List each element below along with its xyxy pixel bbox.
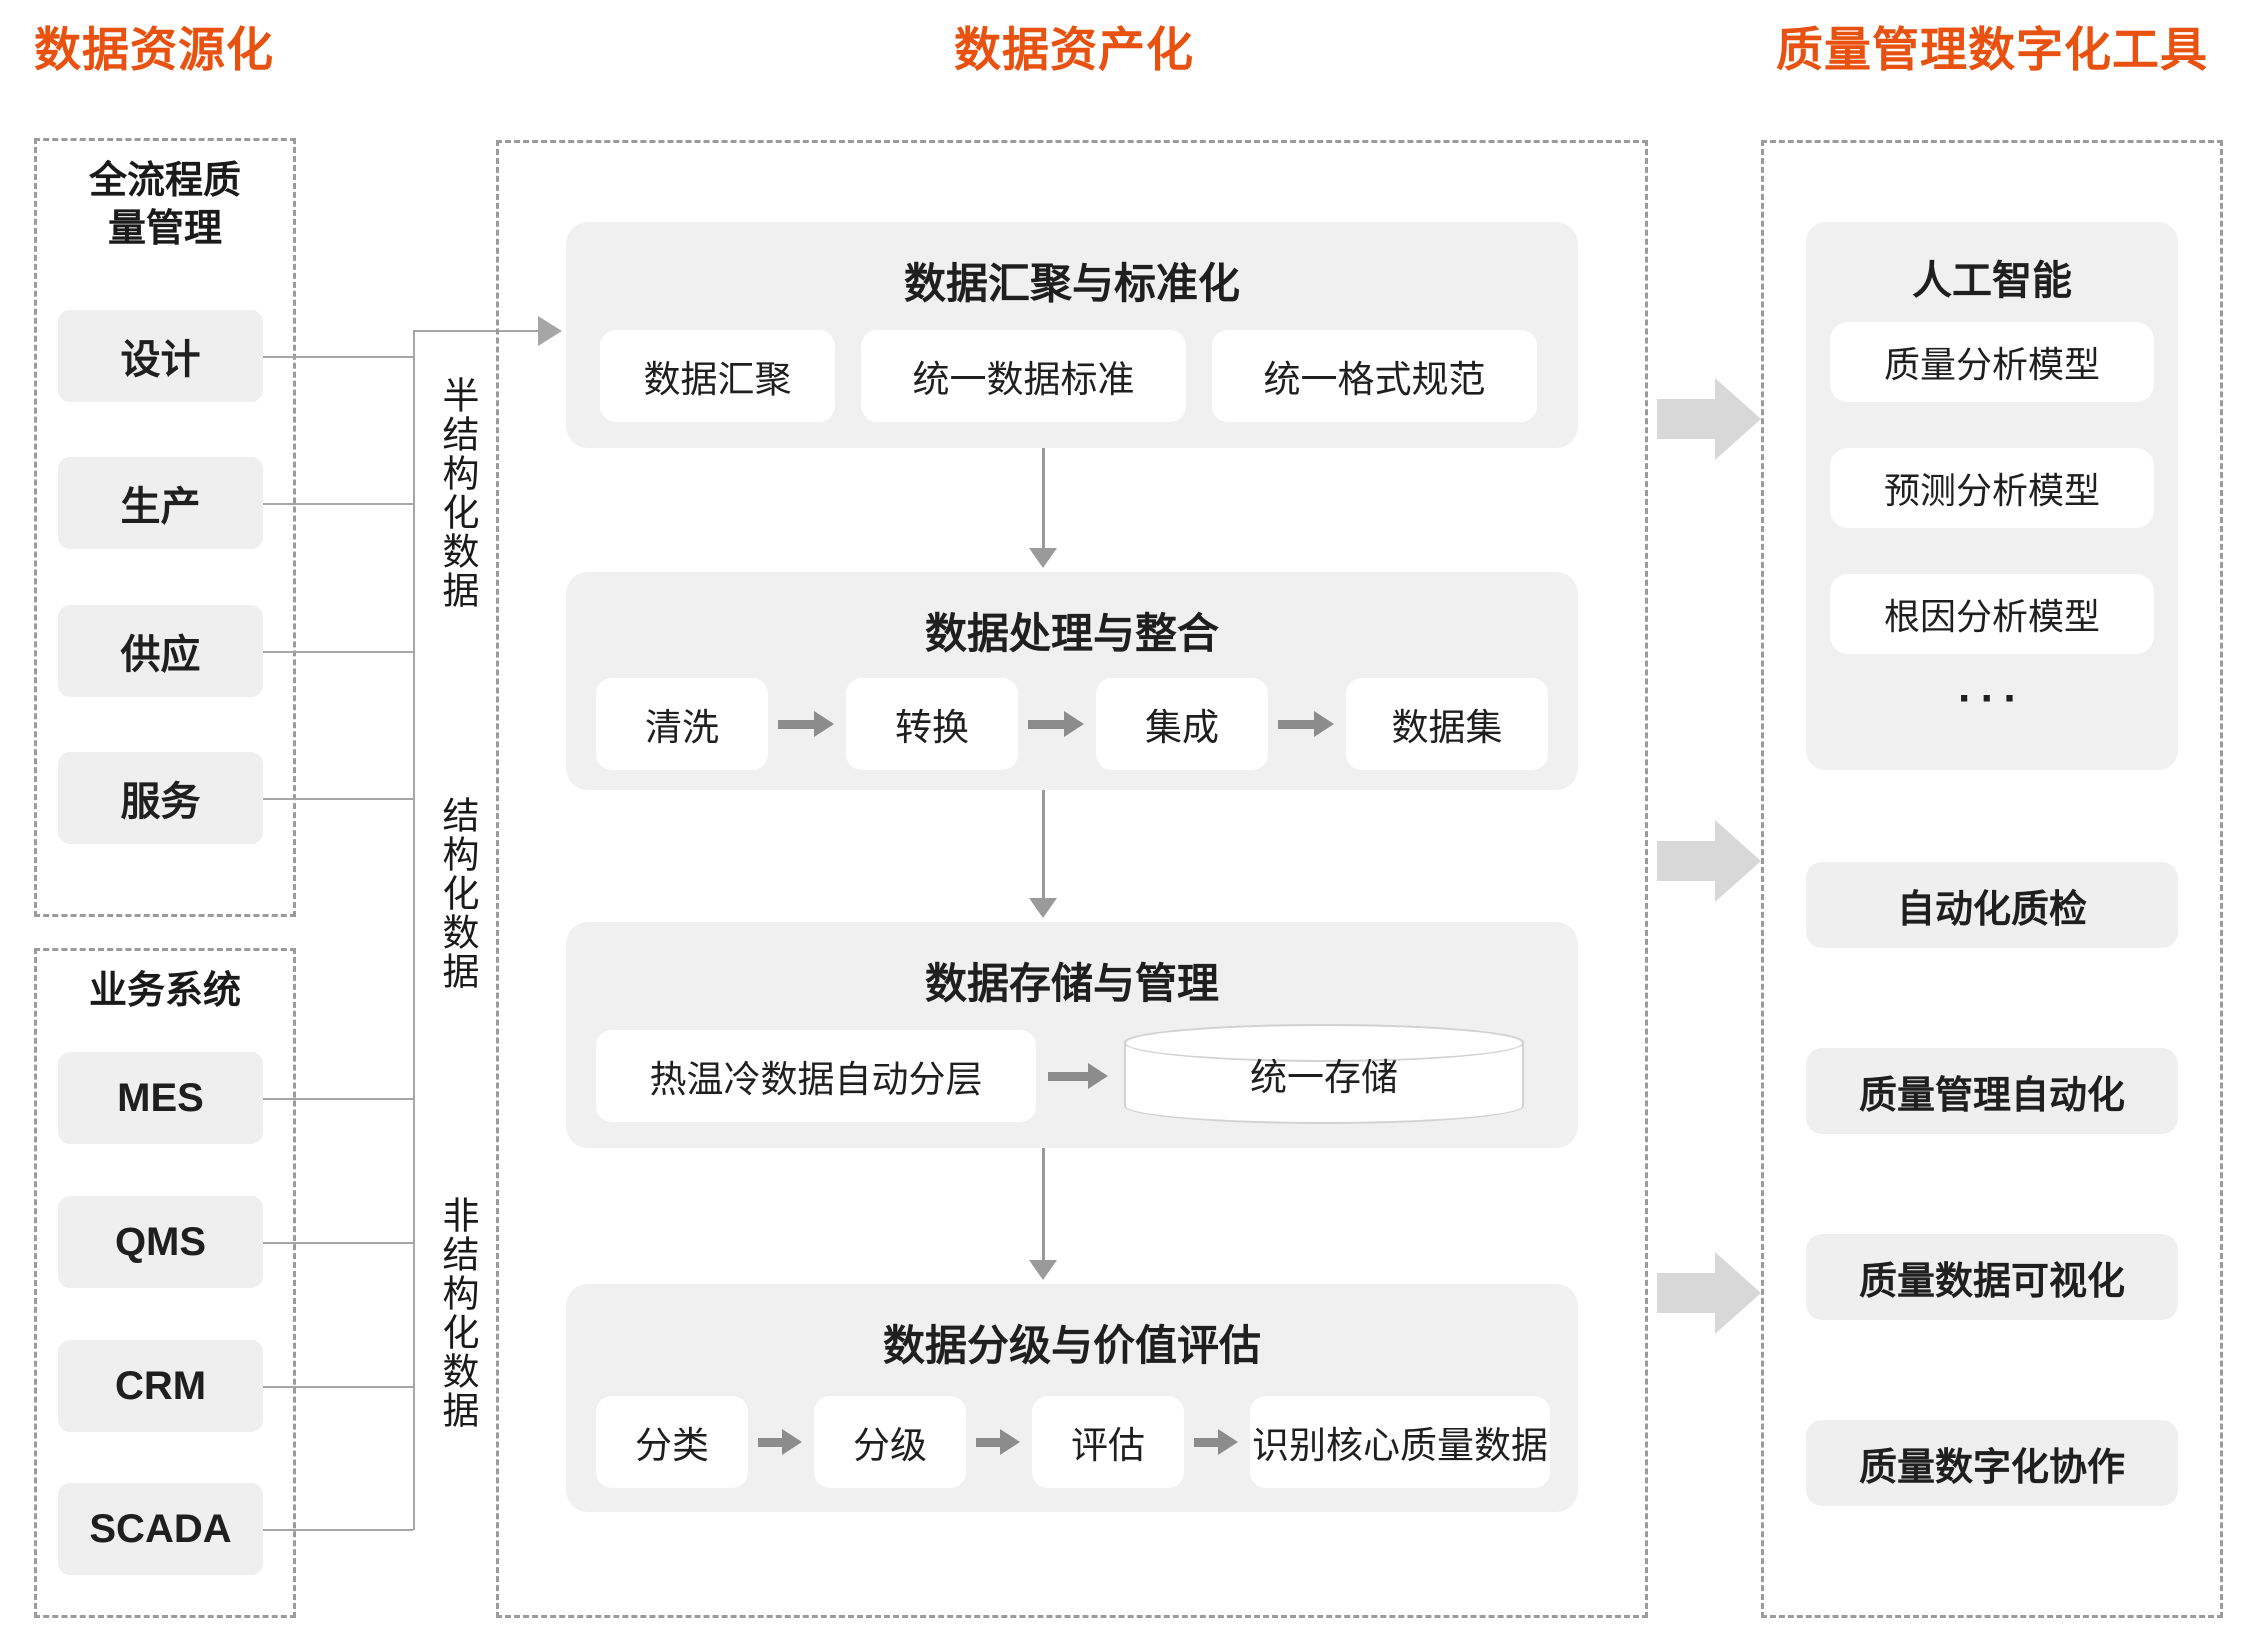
chip-integration[interactable]: 集成: [1096, 678, 1268, 770]
chip-arrow-stem-2a: [1048, 1072, 1090, 1081]
flow-arrow-stem-1: [1042, 448, 1045, 548]
chip-arrow-stem-1a: [778, 720, 816, 729]
flow-arrow-head-2: [1029, 898, 1057, 918]
stage-title-storage: 数据存储与管理: [924, 960, 1219, 1007]
chip-transform[interactable]: 转换: [846, 678, 1018, 770]
tool-item-quality-analysis-model[interactable]: 质量分析模型: [1830, 322, 2154, 402]
chip-arrow-head-2a: [1088, 1063, 1108, 1089]
label-semi-structured-data: 半结构化数据: [437, 376, 478, 610]
chip-arrow-head-1b: [1064, 711, 1084, 737]
chip-arrow-stem-3c: [1194, 1438, 1220, 1447]
arrow-head-into-middle: [538, 316, 562, 346]
chip-evaluate[interactable]: 评估: [1032, 1396, 1184, 1488]
cylinder-unified-storage[interactable]: 统一存储: [1124, 1024, 1524, 1124]
chip-dataset[interactable]: 数据集: [1346, 678, 1548, 770]
stage-card-processing[interactable]: 数据处理与整合 清洗 转换 集成 数据集: [566, 572, 1578, 790]
column-title-right: 质量管理数字化工具: [1776, 23, 2208, 76]
stage-title-processing: 数据处理与整合: [924, 610, 1219, 657]
block-arrow-icon-3: [1657, 1252, 1761, 1334]
tool-item-automated-inspection[interactable]: 自动化质检: [1806, 862, 2178, 948]
label-unstructured-data: 非结构化数据: [437, 1196, 478, 1430]
tool-card-ai[interactable]: 人工智能 质量分析模型 预测分析模型 根因分析模型 ···: [1806, 222, 2178, 770]
tool-item-ellipsis: ···: [1958, 674, 2026, 723]
tool-item-quality-data-visualization[interactable]: 质量数据可视化: [1806, 1234, 2178, 1320]
chip-arrow-stem-3a: [758, 1438, 784, 1447]
column-title-middle: 数据资产化: [954, 23, 1194, 76]
chip-arrow-stem-3b: [976, 1438, 1002, 1447]
connector-crm: [263, 1386, 413, 1388]
chip-cleaning[interactable]: 清洗: [596, 678, 768, 770]
tool-item-quality-digital-collaboration[interactable]: 质量数字化协作: [1806, 1420, 2178, 1506]
heading-business-systems: 业务系统: [88, 970, 241, 1012]
region-digital-tools: [1761, 140, 2223, 1618]
stage-card-aggregation[interactable]: 数据汇聚与标准化 数据汇聚 统一数据标准 统一格式规范: [566, 222, 1578, 448]
flow-arrow-head-1: [1029, 548, 1057, 568]
column-title-left: 数据资源化: [34, 23, 274, 76]
chip-arrow-head-3c: [1218, 1429, 1238, 1455]
chip-arrow-head-1a: [814, 711, 834, 737]
connector-production: [263, 503, 413, 505]
source-box-service[interactable]: 服务: [58, 752, 263, 844]
region-process-quality: [34, 138, 296, 917]
chip-auto-tiering[interactable]: 热温冷数据自动分层: [596, 1030, 1036, 1122]
region-data-assetization: [496, 140, 1648, 1618]
connector-qms: [263, 1242, 413, 1244]
chip-arrow-stem-1c: [1278, 720, 1316, 729]
stage-title-grading: 数据分级与价值评估: [882, 1322, 1261, 1369]
region-business-systems: [34, 948, 296, 1618]
tool-item-predictive-analysis-model[interactable]: 预测分析模型: [1830, 448, 2154, 528]
flow-arrow-stem-2: [1042, 790, 1045, 898]
block-arrow-icon-1: [1657, 378, 1761, 460]
cylinder-unified-storage-label: 统一存储: [1250, 1057, 1398, 1098]
source-box-production[interactable]: 生产: [58, 457, 263, 549]
source-box-mes[interactable]: MES: [58, 1052, 263, 1144]
chip-arrow-head-3b: [1000, 1429, 1020, 1455]
chip-classify[interactable]: 分类: [596, 1396, 748, 1488]
chip-arrow-head-3a: [782, 1429, 802, 1455]
chip-grade[interactable]: 分级: [814, 1396, 966, 1488]
tool-card-ai-title: 人工智能: [1912, 259, 2072, 303]
connector-scada: [263, 1529, 413, 1531]
chip-unified-format-spec[interactable]: 统一格式规范: [1212, 330, 1537, 422]
source-box-scada[interactable]: SCADA: [58, 1483, 263, 1575]
tool-item-quality-management-automation[interactable]: 质量管理自动化: [1806, 1048, 2178, 1134]
chip-unified-data-standard[interactable]: 统一数据标准: [861, 330, 1186, 422]
connector-trunk: [413, 330, 415, 1530]
connector-trunk-to-middle: [413, 330, 541, 332]
source-box-qms[interactable]: QMS: [58, 1196, 263, 1288]
tool-item-root-cause-model[interactable]: 根因分析模型: [1830, 574, 2154, 654]
chip-arrow-head-1c: [1314, 711, 1334, 737]
connector-supply: [263, 651, 413, 653]
chip-data-aggregation[interactable]: 数据汇聚: [600, 330, 835, 422]
chip-arrow-stem-1b: [1028, 720, 1066, 729]
connector-design: [263, 356, 413, 358]
flow-arrow-stem-3: [1042, 1148, 1045, 1260]
source-box-crm[interactable]: CRM: [58, 1340, 263, 1432]
block-arrow-icon-2: [1657, 820, 1761, 902]
flow-arrow-head-3: [1029, 1260, 1057, 1280]
stage-title-aggregation: 数据汇聚与标准化: [903, 260, 1240, 307]
stage-card-grading[interactable]: 数据分级与价值评估 分类 分级 评估 识别核心质量数据: [566, 1284, 1578, 1512]
stage-card-storage[interactable]: 数据存储与管理 热温冷数据自动分层 统一存储: [566, 922, 1578, 1148]
source-box-supply[interactable]: 供应: [58, 605, 263, 697]
heading-process-quality: 全流程质 量管理: [88, 160, 241, 250]
connector-service: [263, 798, 413, 800]
label-structured-data: 结构化数据: [437, 795, 478, 991]
source-box-design[interactable]: 设计: [58, 310, 263, 402]
chip-identify-core-quality-data[interactable]: 识别核心质量数据: [1250, 1396, 1550, 1488]
connector-mes: [263, 1098, 413, 1100]
